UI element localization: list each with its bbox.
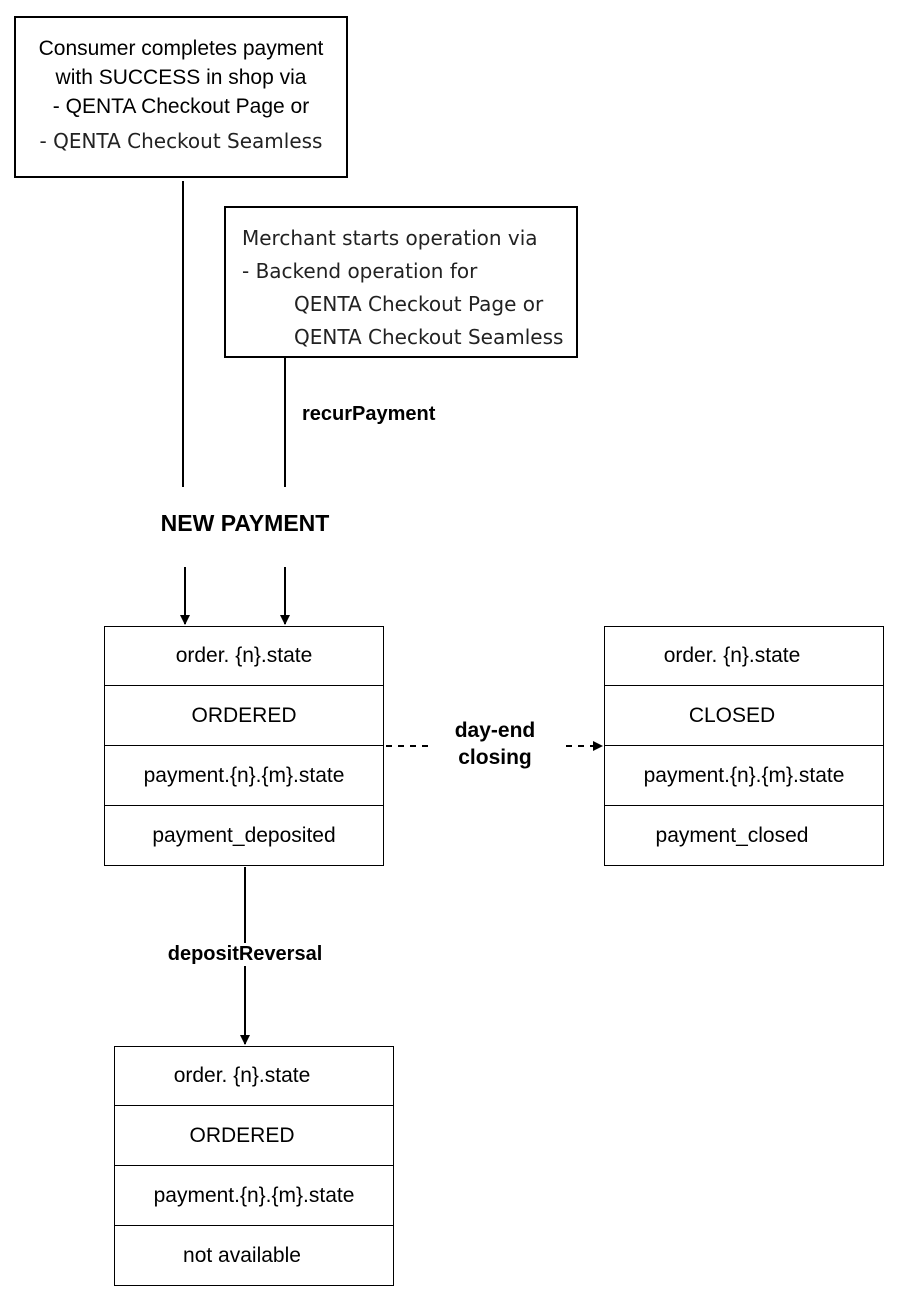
merchant-note-line-2: - Backend operation for xyxy=(242,259,478,283)
payment-state-label: payment.{n}.{m}.state xyxy=(104,746,384,806)
order-state-label: order. {n}.state xyxy=(114,1046,394,1106)
merchant-note-line-1: Merchant starts operation via xyxy=(242,226,538,250)
state-closed: order. {n}.state CLOSED payment.{n}.{m}.… xyxy=(604,626,884,866)
consumer-note-line-3: - QENTA Checkout Page or xyxy=(52,95,310,118)
payment-state-label: payment.{n}.{m}.state xyxy=(114,1166,394,1226)
order-state-label: order. {n}.state xyxy=(604,626,884,686)
state-ordered: order. {n}.state ORDERED payment.{n}.{m}… xyxy=(104,626,384,866)
payment-state-value: payment_closed xyxy=(604,806,884,866)
order-state-value: ORDERED xyxy=(114,1106,394,1166)
day-end-closing-label: day-end closing xyxy=(430,717,560,771)
consumer-note-line-4: - QENTA Checkout Seamless xyxy=(39,129,323,153)
order-state-value: CLOSED xyxy=(604,686,884,746)
merchant-note-line-4: QENTA Checkout Seamless xyxy=(294,325,564,349)
payment-state-value: not available xyxy=(114,1226,394,1286)
consumer-note-line-1: Consumer completes payment xyxy=(38,37,324,60)
consumer-note-line-2: with SUCCESS in shop via xyxy=(55,66,307,89)
order-state-value: ORDERED xyxy=(104,686,384,746)
state-reversed: order. {n}.state ORDERED payment.{n}.{m}… xyxy=(114,1046,394,1286)
consumer-note: Consumer completes payment with SUCCESS … xyxy=(14,16,348,178)
day-end-label-line-2: closing xyxy=(458,746,532,769)
order-state-label: order. {n}.state xyxy=(104,626,384,686)
new-payment-label: NEW PAYMENT xyxy=(160,510,330,536)
payment-state-label: payment.{n}.{m}.state xyxy=(604,746,884,806)
payment-state-value: payment_deposited xyxy=(104,806,384,866)
day-end-label-line-1: day-end xyxy=(454,719,536,742)
deposit-reversal-label: depositReversal xyxy=(140,943,350,966)
recur-payment-label: recurPayment xyxy=(302,403,436,425)
merchant-note: Merchant starts operation via - Backend … xyxy=(224,206,578,358)
merchant-note-line-3: QENTA Checkout Page or xyxy=(294,292,544,316)
